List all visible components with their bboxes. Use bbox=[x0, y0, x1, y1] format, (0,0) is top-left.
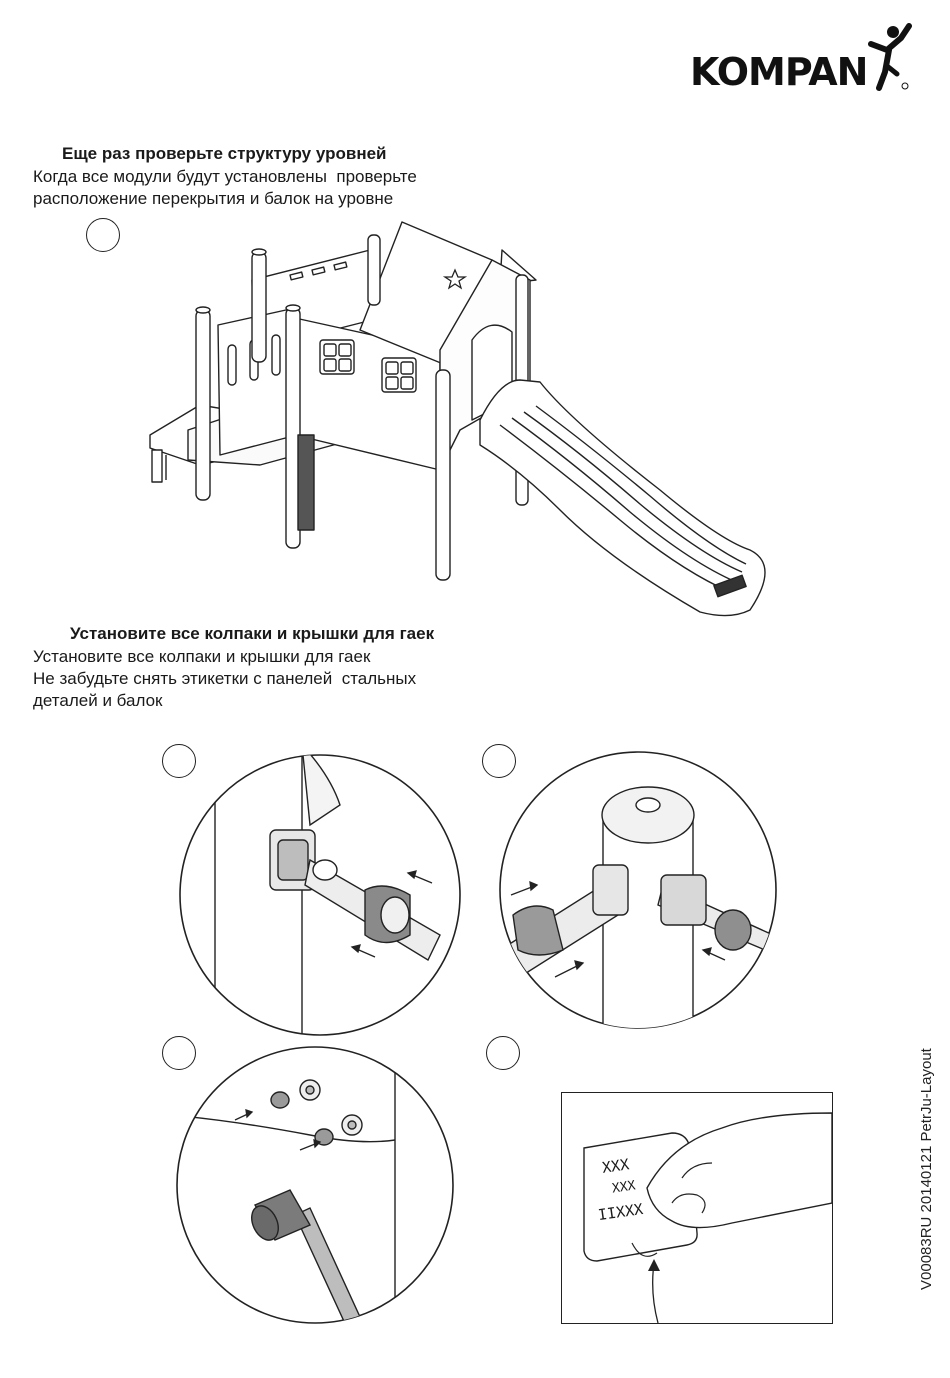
kompan-logo: KOMPAN bbox=[690, 22, 920, 102]
section1-heading: Еще раз проверьте структуру уровней bbox=[62, 144, 387, 163]
document-code: V00083RU 20140121 PetrJu-Layout bbox=[918, 1048, 935, 1290]
step-marker bbox=[162, 1036, 196, 1070]
brand-name: KOMPAN bbox=[690, 50, 868, 94]
arrow-icon bbox=[648, 1259, 660, 1271]
detail-cap-install-2 bbox=[499, 751, 777, 1029]
section1-line1: Когда все модули будут установлены прове… bbox=[33, 167, 417, 186]
section2-line1: Установите все колпаки и крышки для гаек bbox=[33, 647, 371, 666]
arrow-icon bbox=[510, 880, 726, 978]
arrow-icon bbox=[234, 1109, 322, 1151]
arrow-icon bbox=[350, 870, 433, 958]
playground-structure-illustration bbox=[149, 221, 766, 617]
sticker-row-1: XXX bbox=[600, 1155, 631, 1177]
section2-line2: Не забудьте снять этикетки с панелей ста… bbox=[33, 669, 417, 688]
detail-cap-install-1 bbox=[179, 754, 461, 1036]
step-marker bbox=[486, 1036, 520, 1070]
section2-line3: деталей и балок bbox=[33, 691, 163, 710]
detail-remove-label: XXX XXX IIXXX bbox=[561, 1092, 833, 1324]
label-peel-illustration bbox=[583, 1112, 832, 1323]
step-marker bbox=[482, 744, 516, 778]
section1-line2: расположение перекрытия и балок на уровн… bbox=[33, 189, 394, 208]
detail-hammer-caps bbox=[176, 1046, 454, 1324]
step-marker bbox=[162, 744, 196, 778]
step-marker bbox=[86, 218, 120, 252]
hammer-icon bbox=[251, 1189, 368, 1323]
kompan-logo-figure-icon bbox=[868, 23, 912, 91]
star-icon bbox=[442, 268, 468, 290]
section2-heading: Установите все колпаки и крышки для гаек bbox=[70, 624, 435, 643]
